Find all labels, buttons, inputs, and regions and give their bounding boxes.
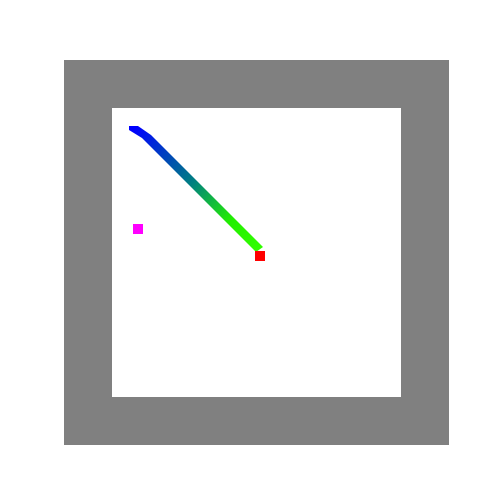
food-pellet bbox=[133, 224, 143, 234]
snake-body bbox=[129, 126, 263, 252]
snake-head bbox=[255, 251, 265, 261]
